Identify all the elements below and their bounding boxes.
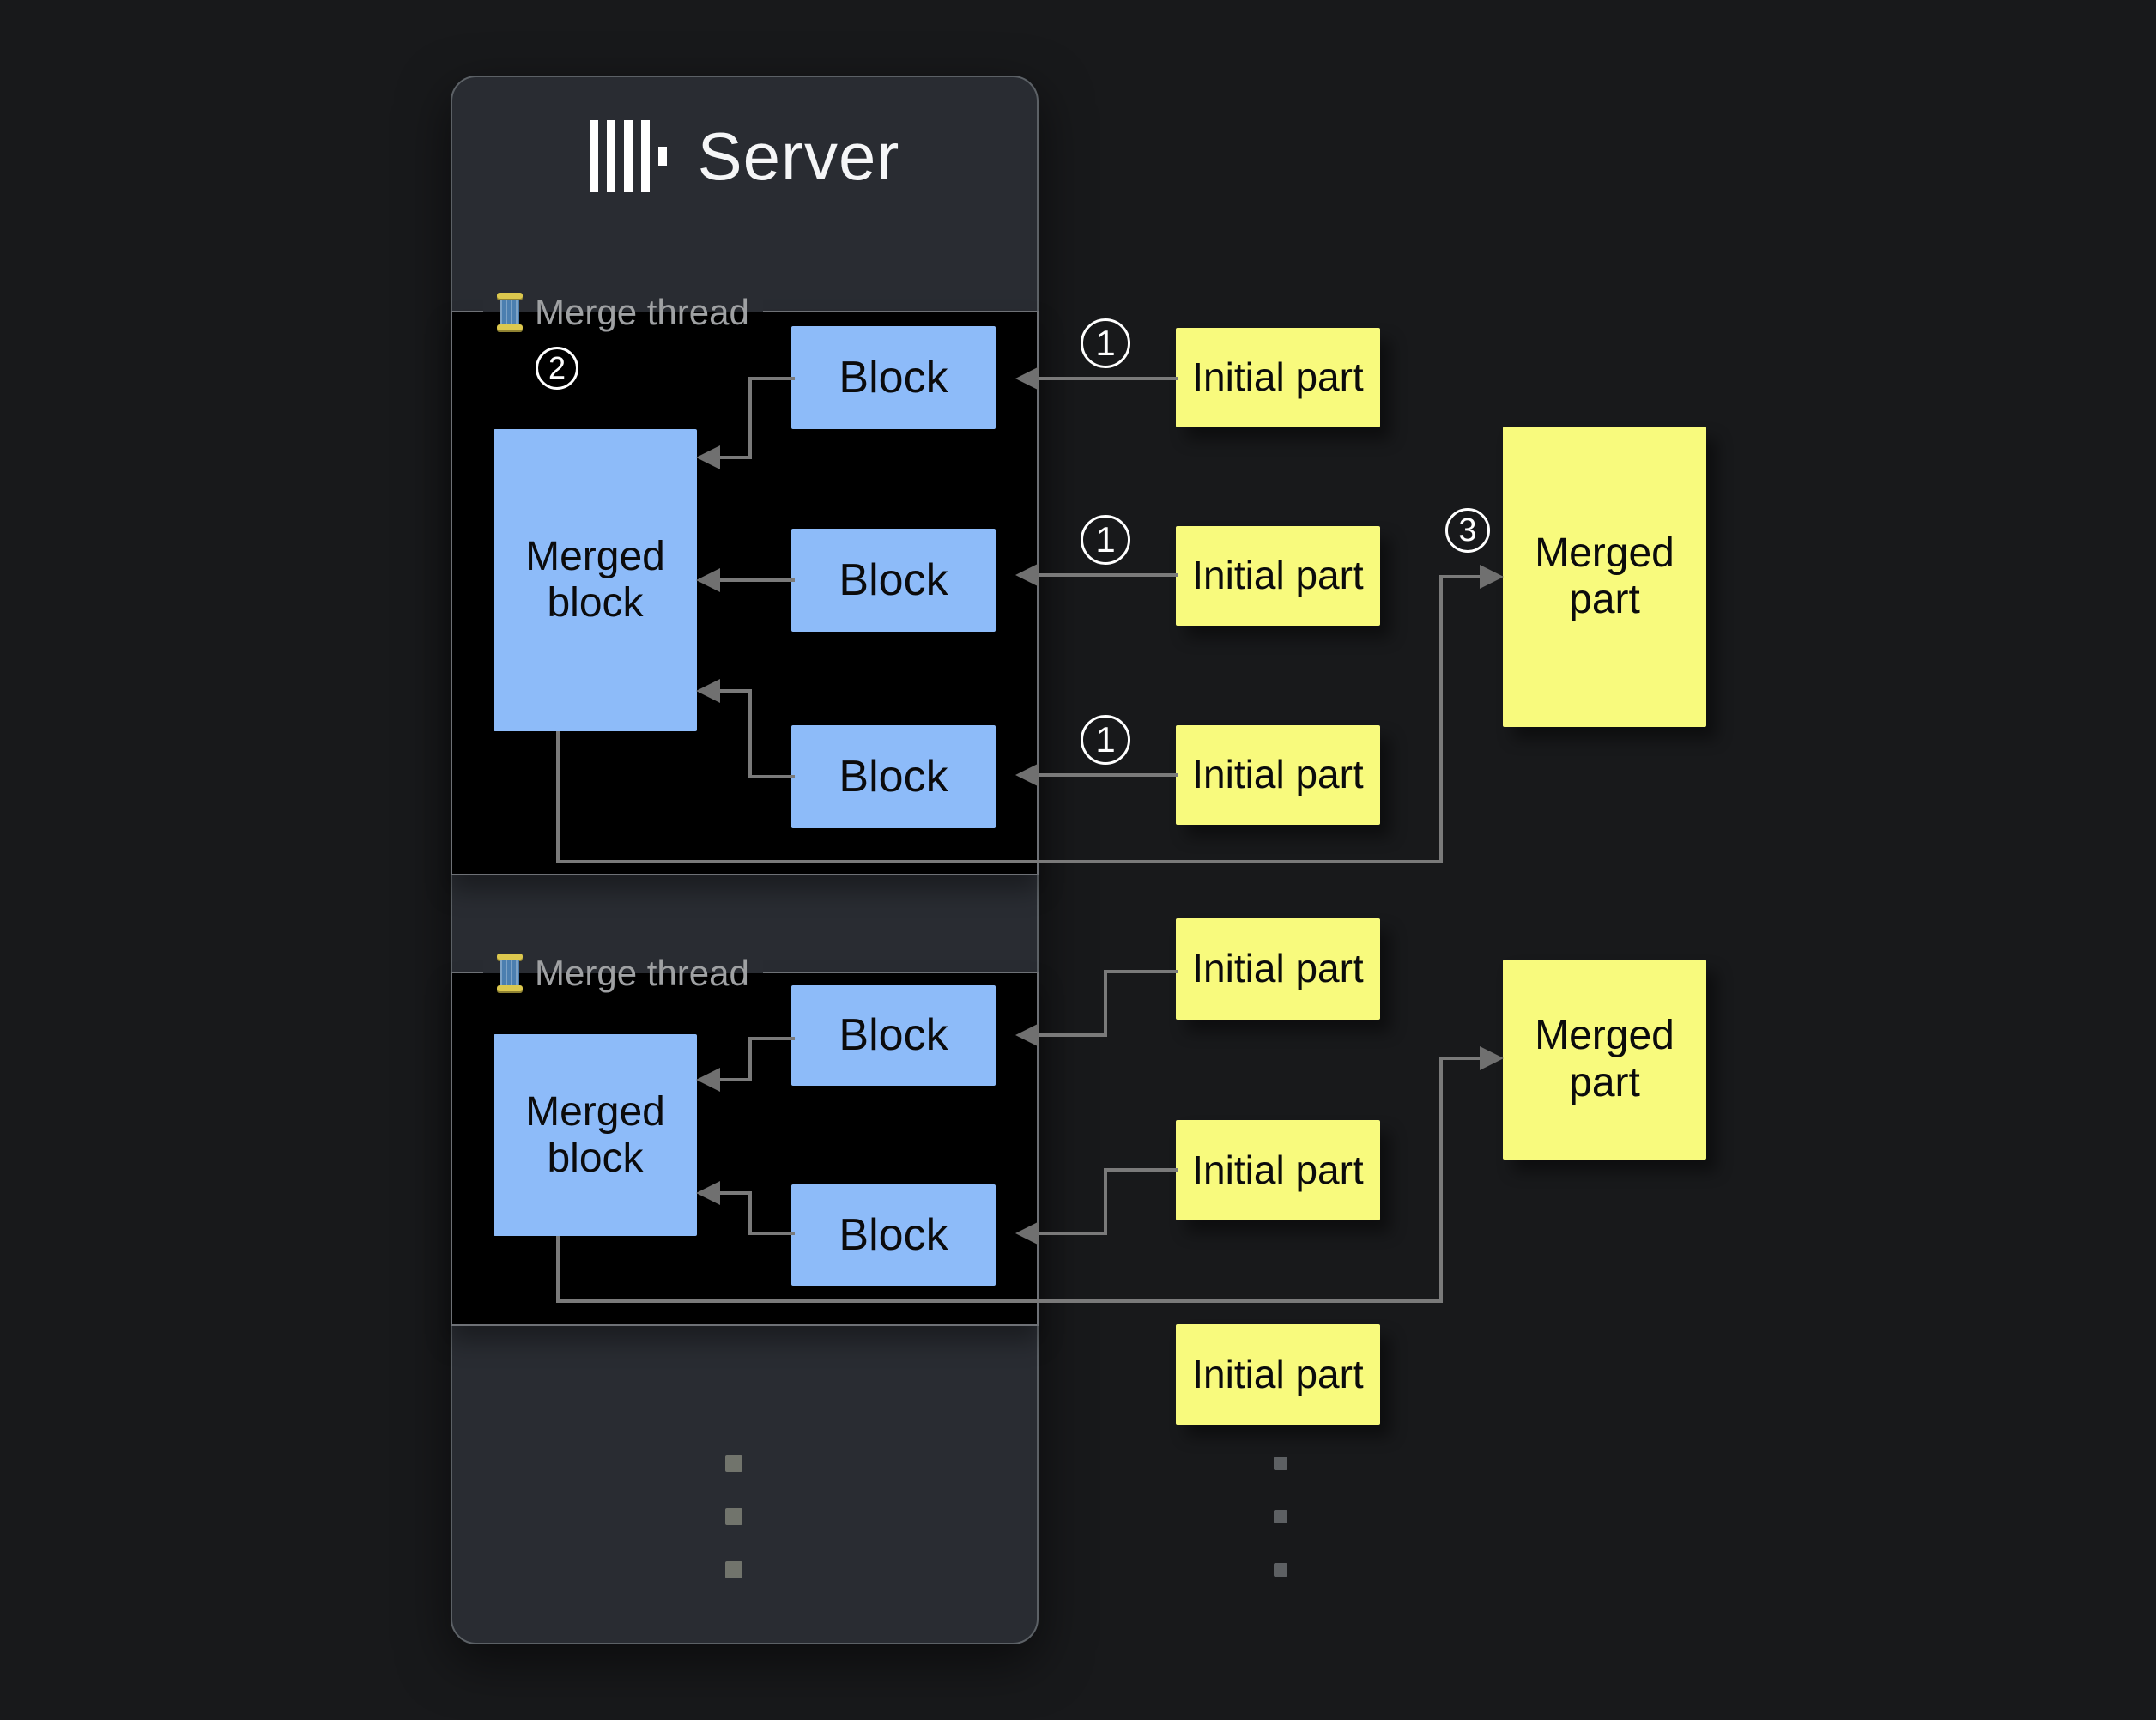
block: Block [791,985,996,1086]
initial-part: Initial part [1176,725,1380,825]
initial-part: Initial part [1176,328,1380,427]
step-badge-2: 2 [536,347,578,390]
merged-block: Merged block [494,429,697,731]
server-panel: Server Merge thread 2 Merged block Block… [451,76,1039,1644]
merge-thread-label: Merge thread [535,953,749,993]
step-badge-3: 3 [1445,508,1490,553]
initial-part: Initial part [1176,526,1380,626]
server-header: Server [452,113,1037,199]
step-badge-1: 1 [1081,318,1130,368]
ellipsis-dots-server [725,1455,742,1614]
initial-part: Initial part [1176,918,1380,1020]
block: Block [791,326,996,429]
merge-thread-label: Merge thread [535,292,749,332]
server-title: Server [697,118,900,194]
merge-thread-legend-1: Merge thread [483,288,763,337]
step-badge-1: 1 [1081,715,1130,765]
merge-thread-legend-2: Merge thread [483,948,763,998]
thread-spool-icon [497,293,523,332]
ellipsis-dots-parts [1274,1457,1287,1616]
connector-initialpart4-to-block4 [1015,970,1178,1047]
block: Block [791,529,996,632]
block: Block [791,725,996,828]
thread-spool-icon [497,954,523,993]
merged-part: Merged part [1503,427,1706,727]
connector-initialpart5-to-block5 [1015,1168,1178,1245]
merge-thread-section-1: Merge thread 2 Merged block Block Block … [451,288,1039,875]
clickhouse-logo-icon [589,119,667,193]
block: Block [791,1184,996,1286]
initial-part: Initial part [1176,1324,1380,1425]
merged-part: Merged part [1503,960,1706,1160]
initial-part: Initial part [1176,1120,1380,1220]
merged-block: Merged block [494,1034,697,1236]
merge-thread-section-2: Merge thread Merged block Block Block [451,948,1039,1326]
step-badge-1: 1 [1081,515,1130,565]
